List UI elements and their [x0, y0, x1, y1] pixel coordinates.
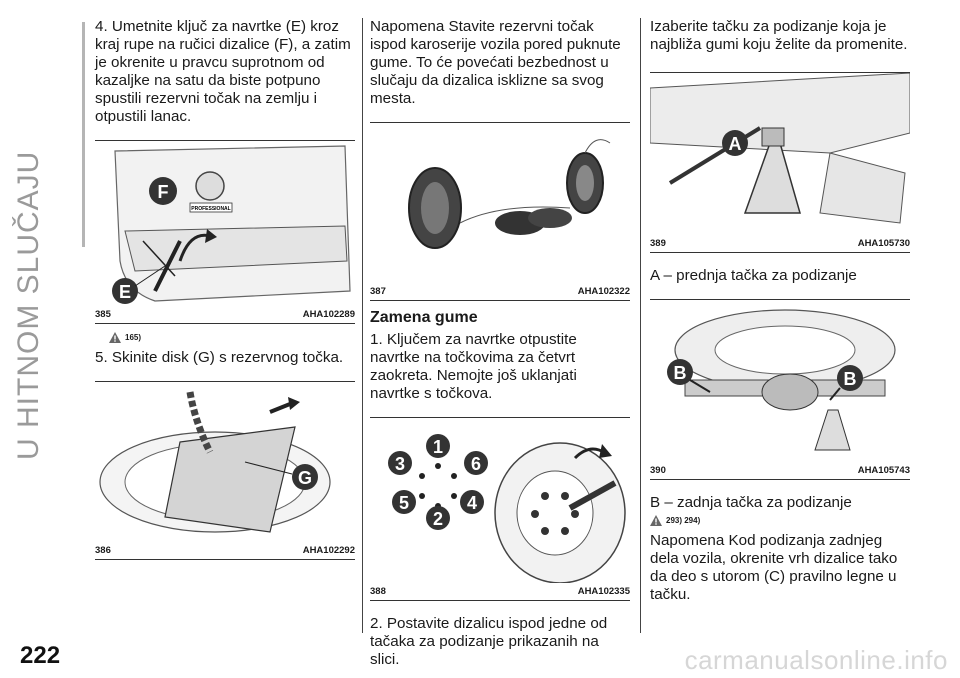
callout-A-marker [722, 130, 748, 156]
figure-385: PROFESSIONAL F E 385 AHA102289 [95, 140, 355, 324]
warning-reference: 165) [109, 332, 355, 343]
step-4-text: 4. Umetnite ključ za navrtke (E) kroz kr… [95, 18, 351, 125]
callout-E: E [119, 282, 131, 302]
callout-B-right-marker [837, 365, 863, 391]
figure-386: G 386 AHA102292 [95, 381, 355, 560]
figure-code: AHA105743 [857, 465, 910, 476]
figure-389: A 389 AHA105730 [650, 72, 910, 253]
figure-388-caption: 388 AHA102335 [370, 583, 630, 600]
column-3: Izaberite tačku za podizanje koja je naj… [650, 18, 910, 604]
figure-385-caption: 385 AHA102289 [95, 306, 355, 323]
step-5-text: 5. Skinite disk (G) s rezervnog točka. [95, 349, 344, 366]
section-heading: Zamena gume [370, 309, 478, 326]
intro-text: Izaberite tačku za podizanje koja je naj… [650, 18, 908, 53]
callout-B-left: B [674, 363, 687, 383]
warning-triangle-icon [109, 332, 121, 343]
callout-4: 4 [467, 493, 477, 513]
figure-code: AHA102322 [577, 286, 630, 297]
figure-code: AHA105730 [857, 238, 910, 249]
callout-1: 1 [433, 437, 443, 457]
warning-ref-number: 165) [125, 333, 142, 342]
label-front-jack-point: A – prednja tačka za podizanje [650, 267, 857, 284]
note-text: Napomena Kod podizanja zadnjeg dela vozi… [650, 532, 898, 603]
figure-389-caption: 389 AHA105730 [650, 235, 910, 252]
figure-387-caption: 387 AHA102322 [370, 283, 630, 300]
callout-E-marker [112, 278, 138, 304]
callout-5: 5 [399, 493, 409, 513]
warning-triangle-icon [650, 515, 662, 526]
rear-jack-points-illustration: B B [667, 309, 896, 451]
column-1: 4. Umetnite ključ za navrtke (E) kroz kr… [95, 18, 355, 560]
figure-number: 386 [95, 545, 111, 556]
callout-F: F [158, 182, 169, 202]
front-jack-point-illustration: A [650, 73, 910, 224]
figure-code: AHA102289 [302, 309, 355, 320]
callout-G-marker [292, 464, 318, 490]
watermark: carmanualsonline.info [684, 645, 948, 675]
figure-code: AHA102292 [302, 545, 355, 556]
callout-3: 3 [395, 454, 405, 474]
warning-reference: 293) 294) [650, 515, 910, 526]
callout-B-left-marker [667, 359, 693, 385]
label-rear-jack-point: B – zadnja tačka za podizanje [650, 494, 852, 511]
warning-ref-numbers: 293) 294) [666, 516, 701, 525]
step-1-text: 1. Ključem za navrtke otpustite navrtke … [370, 331, 577, 402]
callout-6: 6 [471, 454, 481, 474]
column-2: Napomena Stavite rezervni točak ispod ka… [370, 18, 630, 669]
chapter-side-bar [82, 22, 85, 247]
figure-number: 385 [95, 309, 111, 320]
callout-B-right: B [844, 369, 857, 389]
figure-number: 390 [650, 465, 666, 476]
figure-387: 387 AHA102322 [370, 122, 630, 301]
figure-code: AHA102335 [577, 586, 630, 597]
figure-number: 387 [370, 286, 386, 297]
page-number: 222 [20, 642, 61, 669]
callout-G: G [298, 468, 312, 488]
spare-wheel-under-car-illustration [408, 139, 611, 249]
tailgate-jack-illustration: PROFESSIONAL F E [112, 145, 351, 304]
callout-A: A [729, 134, 742, 154]
figure-386-caption: 386 AHA102292 [95, 542, 355, 559]
figure-390: B B 390 AHA105743 [650, 299, 910, 480]
figure-number: 389 [650, 238, 666, 249]
figure-388: 1 2 3 4 5 6 388 AHA102335 [370, 417, 630, 601]
professional-badge: PROFESSIONAL [191, 206, 230, 212]
callout-2: 2 [433, 509, 443, 529]
lug-nut-order-illustration: 1 2 3 4 5 6 [388, 434, 626, 583]
figure-390-caption: 390 AHA105743 [650, 462, 910, 479]
chapter-side-title: U HITNOM SLUČAJU [12, 150, 45, 460]
column-divider [640, 18, 641, 633]
note-text: Napomena Stavite rezervni točak ispod ka… [370, 18, 621, 107]
callout-F-marker [149, 177, 177, 205]
step-2-text: 2. Postavite dizalicu ispod jedne od tač… [370, 615, 608, 668]
column-divider [362, 18, 363, 633]
figure-number: 388 [370, 586, 386, 597]
spare-wheel-disk-illustration: G [99, 391, 331, 533]
